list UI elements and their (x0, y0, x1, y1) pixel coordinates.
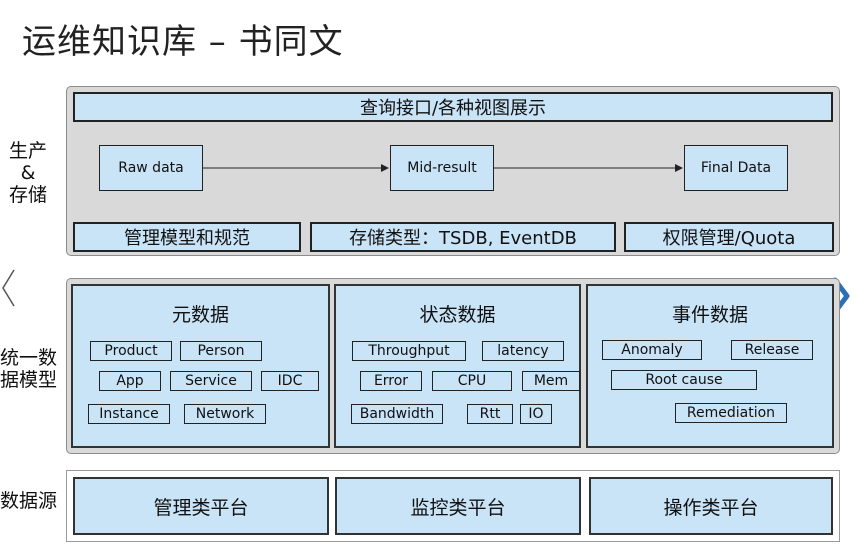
node-raw-data: Raw data (99, 145, 203, 191)
side-label-unified-model: 统一数 据模型 (0, 347, 60, 391)
tag-error: Error (360, 371, 422, 391)
tag-network: Network (184, 404, 266, 424)
tag-rtt: Rtt (467, 404, 513, 424)
column-title: 元数据 (171, 304, 229, 326)
tag-app: App (99, 371, 161, 391)
source-monitoring-platform: 监控类平台 (335, 477, 581, 535)
tag-service: Service (170, 371, 252, 391)
management-model-box: 管理模型和规范 (73, 222, 301, 252)
source-management-platform: 管理类平台 (73, 477, 329, 535)
query-interface-bar: 查询接口/各种视图展示 (73, 92, 833, 122)
page-title: 运维知识库 – 书同文 (22, 22, 344, 62)
permission-quota-box: 权限管理/Quota (624, 222, 834, 252)
tag-cpu: CPU (432, 371, 512, 391)
side-label-line: 存储 (8, 184, 47, 206)
tag-instance: Instance (88, 404, 170, 424)
side-label-production-storage: 生产 & 存储 (2, 140, 54, 206)
side-label-line: 生产 (8, 140, 47, 162)
node-mid-result: Mid-result (390, 145, 494, 191)
tag-remediation: Remediation (675, 403, 787, 423)
side-label-line: & (20, 162, 36, 184)
tag-product: Product (90, 341, 172, 361)
chevron-left-icon[interactable] (0, 266, 18, 310)
column-title: 状态数据 (419, 304, 496, 326)
tag-release: Release (731, 340, 813, 360)
tag-anomaly: Anomaly (602, 340, 702, 360)
source-operation-platform: 操作类平台 (589, 477, 833, 535)
tag-throughput: Throughput (352, 341, 466, 361)
tag-root-cause: Root cause (611, 370, 757, 390)
node-final-data: Final Data (684, 145, 788, 191)
event-data-column: 事件数据 (586, 284, 834, 448)
side-label-line: 统一数 (0, 347, 58, 369)
side-label-line: 据模型 (0, 369, 58, 391)
tag-io: IO (520, 404, 552, 424)
column-title: 事件数据 (671, 304, 748, 326)
tag-person: Person (180, 341, 262, 361)
tag-latency: latency (482, 341, 564, 361)
tag-idc: IDC (261, 371, 319, 391)
side-label-data-source: 数据源 (0, 490, 58, 512)
storage-type-box: 存储类型：TSDB, EventDB (310, 222, 616, 252)
tag-mem: Mem (522, 371, 580, 391)
tag-bandwidth: Bandwidth (351, 404, 443, 424)
